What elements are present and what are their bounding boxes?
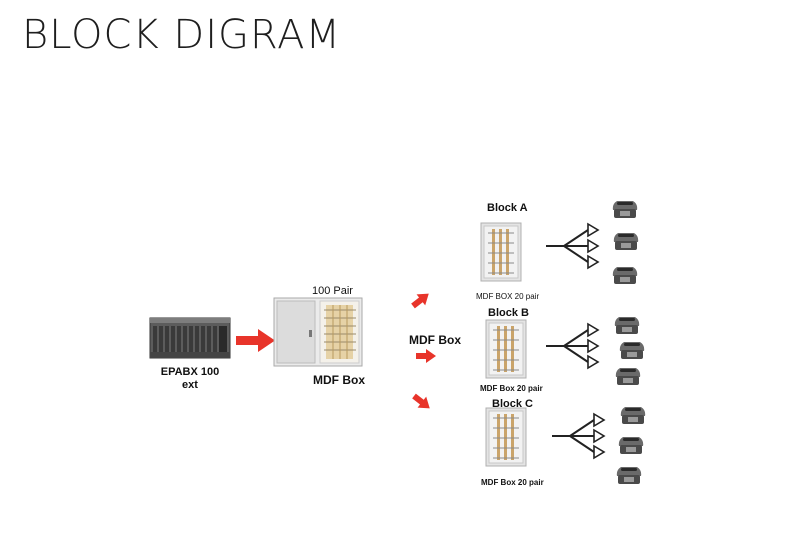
block-b-caption: MDF Box 20 pair [480,384,543,393]
mdf-main-pair-label: 100 Pair [312,285,353,297]
telephone-icon [613,233,639,250]
arrow-to-block-c [409,390,435,414]
arrow-epabx-to-mdf [236,329,275,352]
block-a-fanout [545,223,599,269]
page-title: BLOCK DIGRAM [22,12,342,58]
epabx-label: EPABX 100 ext [160,366,220,392]
telephone-icon [612,267,638,284]
epabx-label-line2: ext [182,379,198,391]
block-c-title: Block C [492,398,533,410]
epabx-rack-icon [149,317,231,359]
mdf-main-box-icon [273,297,363,367]
block-a-caption: MDF BOX 20 pair [476,292,540,301]
mdf-split-label: MDF Box [409,333,461,347]
block-a-title: Block A [487,202,528,214]
block-c-box-icon [485,407,527,467]
epabx-label-line1: EPABX 100 [160,366,220,378]
block-c-caption: MDF Box 20 pair [481,478,544,487]
arrow-to-block-b [416,349,436,363]
telephone-icon [614,317,640,334]
telephone-icon [620,407,646,424]
telephone-icon [616,467,642,484]
telephone-icon [618,437,644,454]
telephone-icon [612,201,638,218]
block-b-box-icon [485,319,527,379]
block-b-title: Block B [488,307,529,319]
block-a-box-icon [480,222,522,282]
mdf-main-label: MDF Box [313,373,365,387]
block-c-fanout [551,413,605,459]
block-b-fanout [545,323,599,369]
telephone-icon [619,342,645,359]
telephone-icon [615,368,641,385]
arrow-to-block-a [408,288,434,312]
